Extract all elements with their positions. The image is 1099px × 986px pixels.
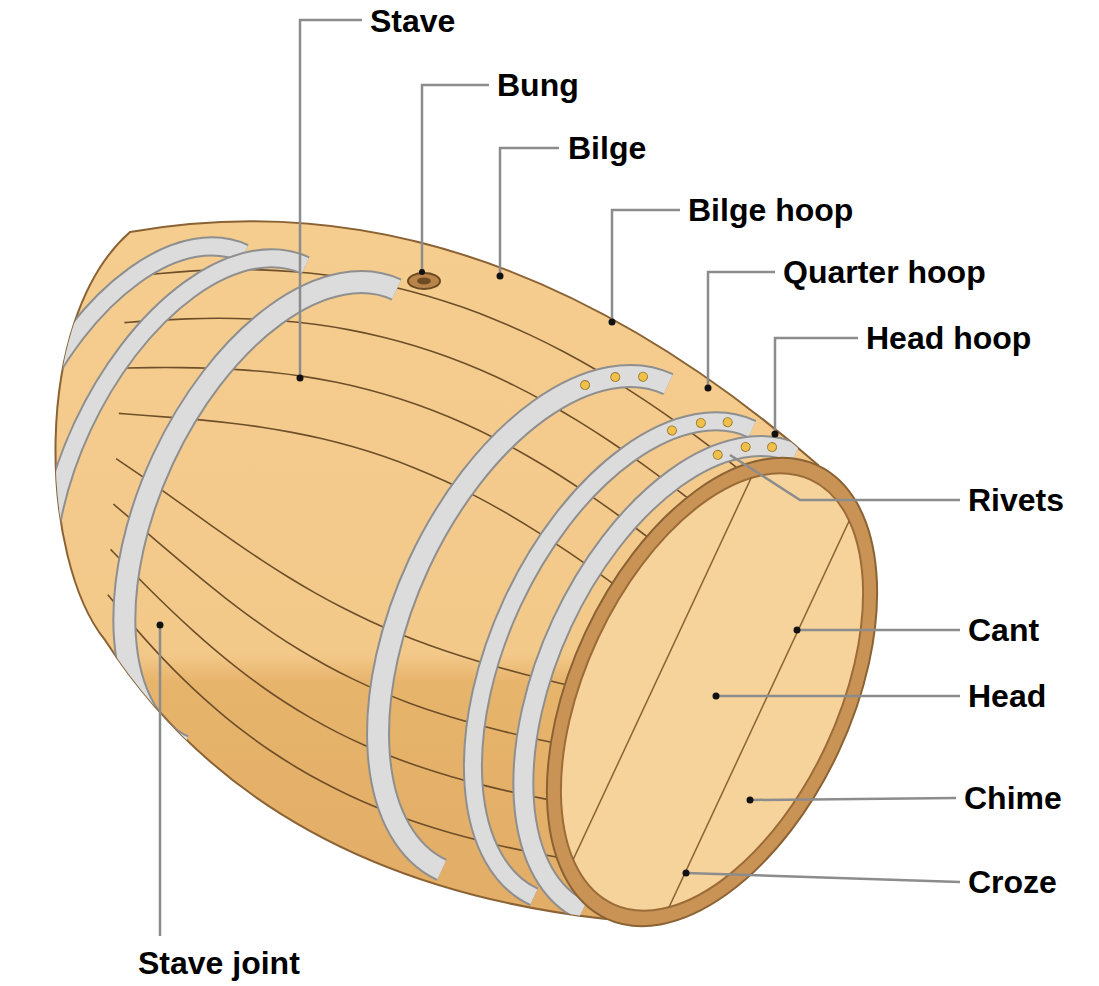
part-label: Stave joint (138, 944, 300, 982)
part-label: Quarter hoop (783, 253, 986, 291)
part-label: Rivets (968, 481, 1064, 519)
barrel-head (475, 397, 949, 986)
leader-lines (160, 20, 960, 936)
part-label: Croze (968, 863, 1057, 901)
leader-dots (157, 269, 801, 877)
part-label: Cant (968, 611, 1039, 649)
bung-hole (408, 273, 440, 289)
part-label: Chime (964, 779, 1062, 817)
part-label: Bilge (568, 129, 646, 167)
part-label: Bilge hoop (688, 191, 853, 229)
part-label: Stave (370, 2, 455, 40)
part-label: Head hoop (866, 319, 1031, 357)
part-label: Bung (497, 66, 579, 104)
part-label: Head (968, 677, 1046, 715)
